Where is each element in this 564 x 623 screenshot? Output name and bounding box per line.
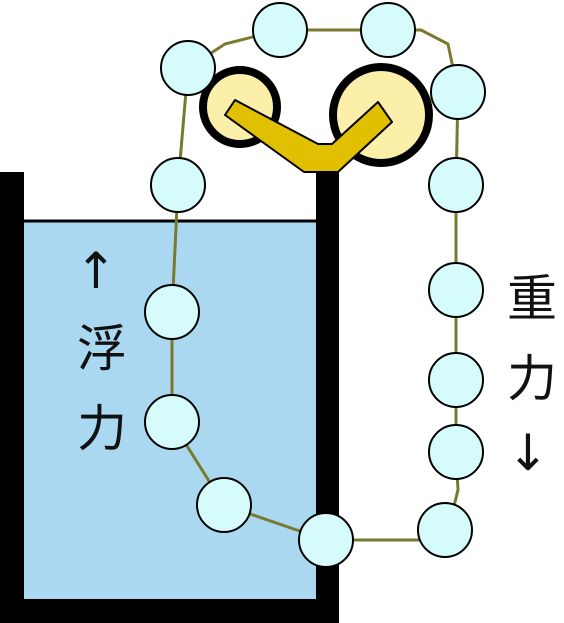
water-tank (0, 172, 339, 623)
float-ball-top-1 (160, 40, 216, 96)
float-ball-left-4 (196, 477, 252, 533)
float-ball-right-5 (417, 502, 473, 558)
float-ball-left-2 (144, 284, 200, 340)
buoyancy-char-2: 力 (77, 400, 127, 458)
buoyancy-char-1: 浮 (77, 320, 127, 378)
float-ball-top-3 (360, 2, 416, 58)
float-ball-bottom (298, 512, 354, 568)
float-ball-right-3 (428, 352, 484, 408)
gravity-arrow: ↓ (507, 424, 549, 482)
float-ball-left-1 (150, 157, 206, 213)
float-ball-right-2 (428, 262, 484, 318)
balls (144, 2, 486, 568)
buoyancy-arrow: ↑ (75, 242, 117, 300)
float-ball-right-1 (428, 157, 484, 213)
gravity-char-2: 力 (507, 350, 557, 408)
float-ball-top-2 (252, 2, 308, 58)
float-ball-top-4 (430, 64, 486, 120)
float-ball-left-3 (144, 394, 200, 450)
tank-bottom (0, 599, 339, 623)
v-lever (224, 99, 393, 173)
tank-left-wall (0, 172, 24, 623)
gravity-char-1: 重 (507, 270, 557, 328)
tank-right-wall (316, 172, 339, 623)
float-ball-right-4 (428, 424, 484, 480)
